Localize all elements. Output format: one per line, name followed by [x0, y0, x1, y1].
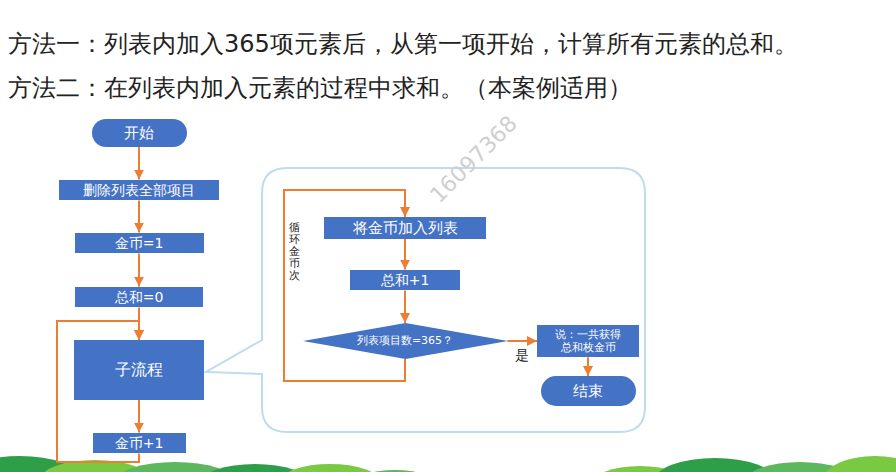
process-box: 总和+1 — [350, 270, 460, 291]
flow-connector — [404, 290, 406, 323]
end-terminal: 结束 — [541, 376, 636, 406]
node-text: 开始 — [124, 124, 154, 142]
method-note: 方法二：在列表内加入元素的过程中求和。（本案例适用） — [8, 72, 632, 104]
say-box: 说：一共获得 总和枚金币 — [537, 325, 639, 357]
node-text: 金币=1 — [115, 235, 164, 252]
node-text: 总和+1 — [381, 272, 430, 289]
node-text: 列表项目数=365？ — [357, 334, 453, 347]
flow-connector — [508, 340, 538, 342]
node-text: 子流程 — [115, 360, 163, 379]
process-box: 删除列表全部项目 — [59, 180, 219, 201]
process-box: 将金币加入列表 — [324, 217, 486, 239]
flow-connector — [138, 253, 140, 286]
start-terminal: 开始 — [92, 119, 187, 147]
callout-bubble — [206, 168, 645, 432]
node-text: 总和=0 — [115, 289, 164, 306]
flow-connector — [138, 400, 140, 433]
subprocess-box: 子流程 — [74, 340, 204, 400]
node-text: 金币+1 — [115, 435, 164, 452]
process-box: 总和=0 — [75, 287, 203, 308]
loop-label: 循环金币次 — [289, 222, 300, 282]
process-box: 金币=1 — [75, 233, 204, 254]
decision-diamond: 列表项目数=365？ — [303, 323, 508, 359]
edge-label: 是 — [513, 347, 531, 365]
node-text: 结束 — [573, 382, 603, 400]
node-text: 删除列表全部项目 — [83, 182, 195, 199]
flow-connector — [587, 357, 589, 376]
flow-connector — [138, 147, 140, 180]
process-box: 金币+1 — [93, 433, 186, 454]
bush-decoration — [0, 456, 896, 472]
node-text: 说：一共获得 总和枚金币 — [541, 328, 635, 354]
flow-connector — [138, 200, 140, 232]
method-note: 方法一：列表内加入365项元素后，从第一项开始，计算所有元素的总和。 — [8, 28, 798, 60]
node-text: 将金币加入列表 — [353, 219, 458, 237]
flow-connector — [404, 239, 406, 270]
